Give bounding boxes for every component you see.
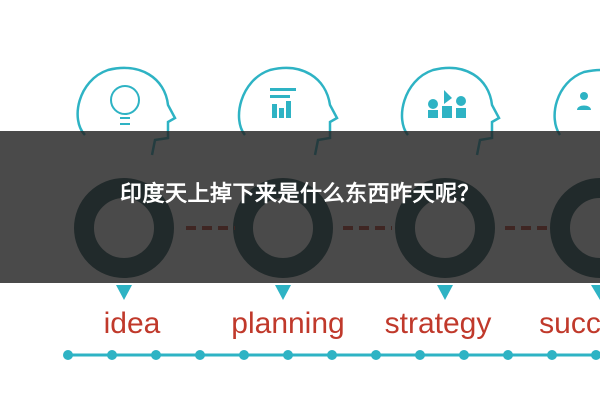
timeline-dot (283, 350, 293, 360)
pointer-success (591, 285, 600, 300)
step-label-strategy: strategy (385, 307, 492, 340)
timeline-dot (591, 350, 600, 360)
step-label-success: succ (539, 307, 600, 340)
timeline-dot (503, 350, 513, 360)
timeline-dot (459, 350, 469, 360)
head-idea (76, 66, 177, 156)
step-label-idea: idea (104, 307, 161, 340)
step-label-planning: planning (231, 307, 344, 340)
overlay-band (0, 131, 600, 283)
timeline-dot (547, 350, 557, 360)
document-chart-head-icon (270, 88, 296, 118)
head-success (553, 68, 600, 136)
timeline-dot (415, 350, 425, 360)
timeline (63, 350, 600, 360)
timeline-dot (107, 350, 117, 360)
timeline-dot (63, 350, 73, 360)
pointer-planning (275, 285, 291, 300)
people-head-icon (577, 92, 591, 110)
head-strategy (400, 66, 501, 156)
timeline-dot (239, 350, 249, 360)
timeline-dot (151, 350, 161, 360)
head-planning (237, 66, 339, 156)
timeline-dot (327, 350, 337, 360)
headline-title: 印度天上掉下来是什么东西昨天呢？ (119, 182, 480, 207)
lightbulb-head-icon (110, 85, 140, 125)
pointer-idea (116, 285, 132, 300)
timeline-dot (371, 350, 381, 360)
pointer-strategy (437, 285, 453, 300)
timeline-dot (195, 350, 205, 360)
chess-pieces-head-icon (428, 90, 466, 118)
